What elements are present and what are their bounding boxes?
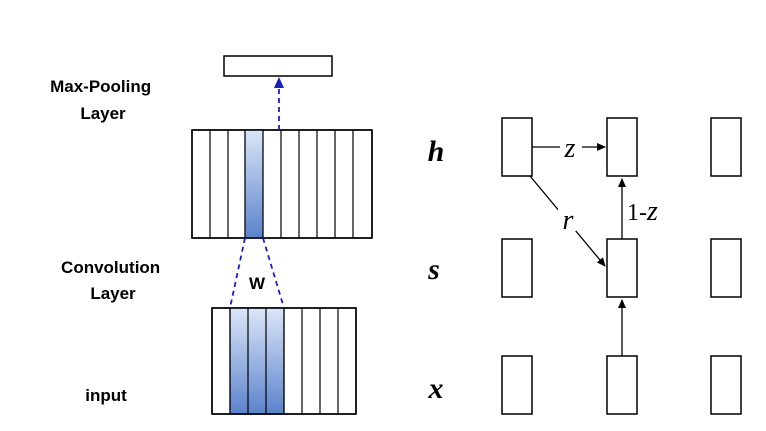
one-minus-z-label-bg bbox=[625, 198, 663, 226]
input-highlight-window bbox=[229, 307, 285, 415]
max-pooling-label: Max-Pooling Layer bbox=[50, 77, 156, 123]
h-box-1 bbox=[501, 117, 533, 177]
h-box-2 bbox=[606, 117, 638, 177]
x-box-1 bbox=[501, 355, 533, 415]
input-grid bbox=[211, 307, 357, 415]
one-minus-z-label: 1-z bbox=[627, 196, 658, 227]
z-label: z bbox=[564, 133, 576, 164]
r-label-bg bbox=[558, 205, 576, 231]
window-line-left bbox=[229, 237, 246, 309]
r-label: r bbox=[563, 205, 574, 236]
x-box-3 bbox=[710, 355, 742, 415]
convolution-highlight-column bbox=[244, 129, 264, 239]
s-box-3 bbox=[710, 238, 742, 298]
convolution-label: Convolution Layer bbox=[61, 258, 165, 303]
x-box-2 bbox=[606, 355, 638, 415]
s-box-2 bbox=[606, 238, 638, 298]
window-line-right bbox=[262, 237, 285, 309]
window-label: W bbox=[249, 274, 266, 293]
row-label-x: x bbox=[428, 372, 444, 405]
h-box-3 bbox=[710, 117, 742, 177]
convolution-layer-grid bbox=[191, 129, 373, 239]
max-pooling-output-box bbox=[223, 55, 333, 77]
row-label-s: s bbox=[427, 253, 440, 286]
input-label: input bbox=[85, 386, 127, 405]
z-label-bg bbox=[560, 136, 582, 158]
s-box-1 bbox=[501, 238, 533, 298]
row-label-h: h bbox=[428, 135, 445, 168]
